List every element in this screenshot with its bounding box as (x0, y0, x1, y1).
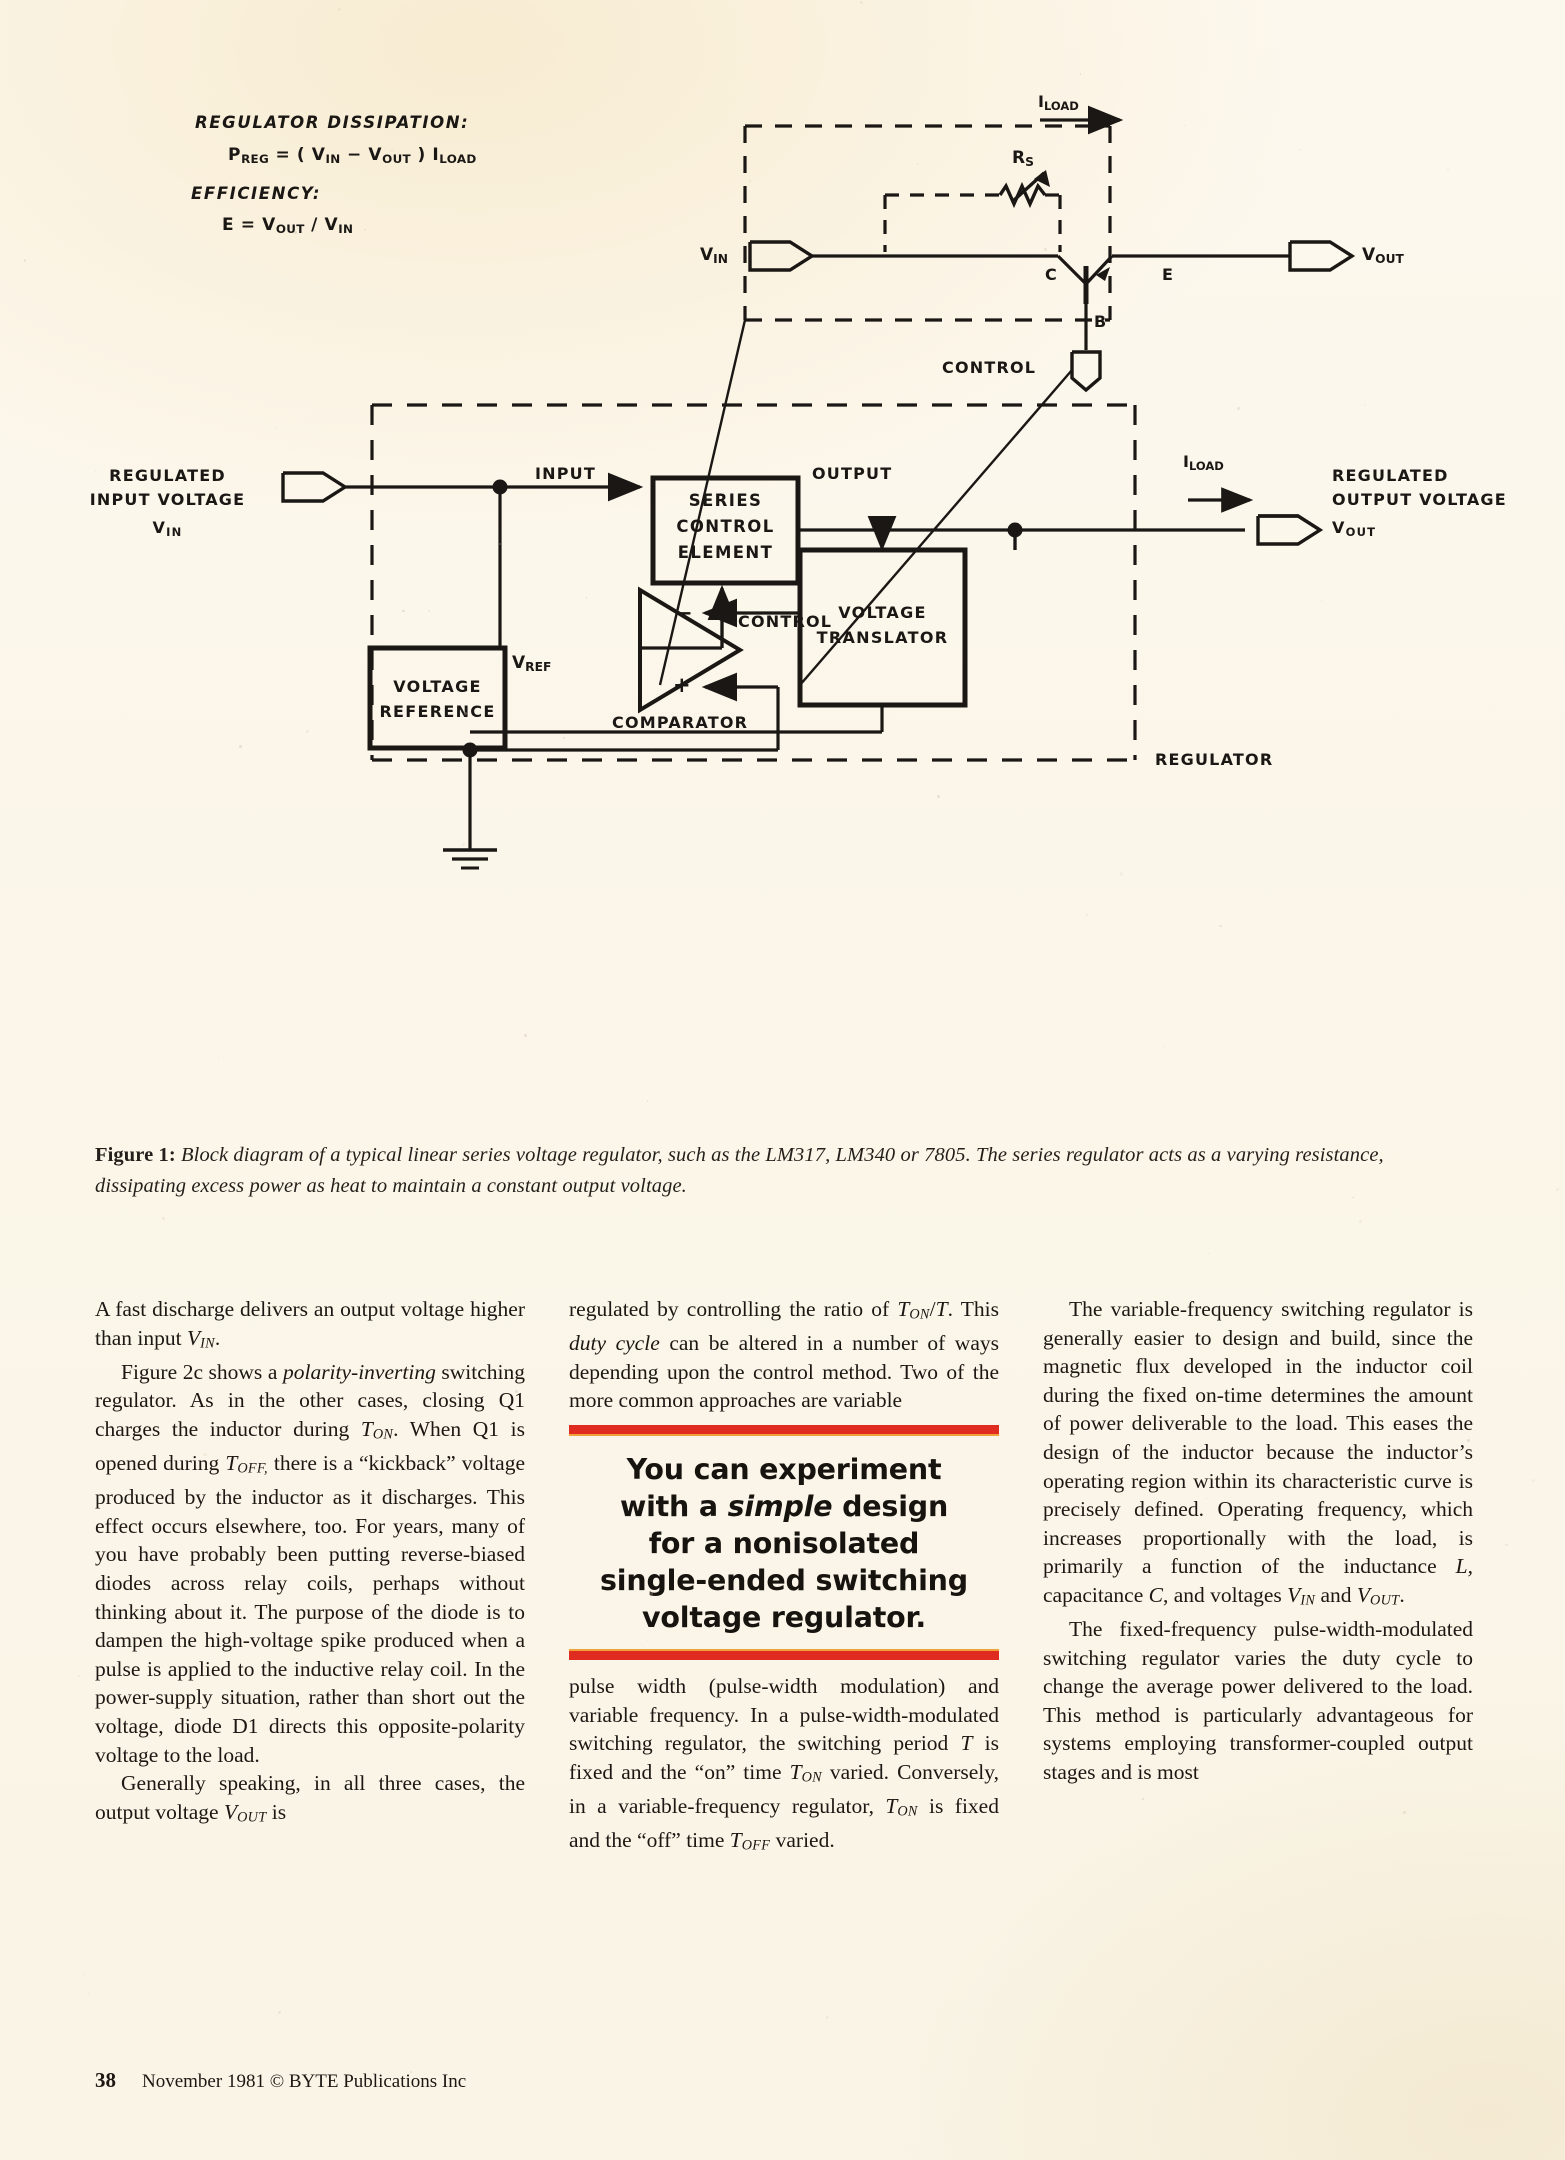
paper-speck (1352, 1197, 1353, 1198)
pull-quote-rule-bottom (569, 1651, 999, 1660)
pull-quote-line: for a nonisolated (569, 1525, 999, 1562)
paper-speck (1120, 872, 1123, 875)
paragraph: The fixed-frequency pulse-width-modulate… (1043, 1615, 1473, 1787)
input-label: INPUT (535, 464, 596, 483)
pull-quote-text: You can experiment with a simple design … (569, 1434, 999, 1651)
paper-speck (1299, 149, 1301, 151)
voltage-translator-box-label: VOLTAGE TRANSLATOR (800, 600, 965, 650)
paper-speck (650, 1592, 653, 1595)
paper-speck (1556, 2034, 1557, 2035)
paper-speck (78, 1675, 80, 1677)
paper-speck (391, 150, 393, 152)
pull-quote-line: with a simple design (569, 1488, 999, 1525)
top-control-label: CONTROL (942, 358, 1036, 377)
paper-speck (306, 730, 309, 733)
paper-speck (83, 1973, 84, 1974)
comparator-minus-symbol: − (675, 601, 693, 625)
paper-speck (338, 8, 341, 11)
figure-caption-label: Figure 1: (95, 1144, 176, 1166)
regulator-dissipation-title: REGULATOR DISSIPATION: (195, 113, 469, 132)
pull-quote-line: single-ended switching (569, 1562, 999, 1599)
rs-label: RS (1012, 148, 1034, 169)
pull-quote-line: voltage regulator. (569, 1599, 999, 1636)
paper-speck (1532, 1479, 1535, 1482)
column-2: regulated by controlling the ratio of TO… (569, 1295, 999, 1995)
voltage-reference-box-label: VOLTAGE REFERENCE (370, 674, 505, 724)
transistor-collector-label: C (1045, 265, 1057, 284)
top-i-load-label: ILOAD (1038, 92, 1079, 113)
efficiency-formula: E = VOUT / VIN (222, 215, 353, 236)
paragraph: Generally speaking, in all three cases, … (95, 1769, 525, 1832)
paper-speck (1403, 1811, 1406, 1814)
paragraph: Figure 2c shows a polarity-inverting swi… (95, 1358, 525, 1769)
comparator-plus-symbol: + (673, 673, 691, 697)
paper-speck (524, 1034, 527, 1037)
paper-speck (1208, 1253, 1210, 1255)
page-number: 38 (95, 2068, 116, 2092)
regulator-envelope-label: REGULATOR (1155, 750, 1273, 769)
figure-1-schematic: REGULATOR DISSIPATION: PREG = ( VIN − VO… (0, 60, 1565, 1120)
figure-caption-text: Block diagram of a typical linear series… (95, 1144, 1384, 1197)
paper-speck (1080, 73, 1081, 74)
paper-speck (647, 1100, 648, 1101)
paper-speck (1359, 1220, 1362, 1223)
paper-speck (860, 1, 863, 4)
paper-speck (203, 1453, 206, 1456)
figure-caption: Figure 1: Block diagram of a typical lin… (95, 1140, 1470, 1202)
pull-quote: You can experiment with a simple design … (569, 1425, 999, 1660)
paper-speck (499, 543, 501, 545)
paper-speck (162, 1217, 165, 1220)
pull-quote-line: You can experiment (569, 1451, 999, 1488)
paper-speck (88, 1993, 89, 1994)
paper-speck (917, 163, 919, 165)
paper-speck (410, 2071, 412, 2073)
series-control-element-box-label: SERIES CONTROL ELEMENT (653, 488, 798, 566)
paper-speck (462, 843, 465, 846)
top-vin-label: VIN (700, 245, 728, 266)
paper-speck (239, 745, 242, 748)
paper-speck (1505, 1544, 1507, 1546)
transistor-emitter-label: E (1162, 265, 1173, 284)
regulator-dissipation-formula: PREG = ( VIN − VOUT ) ILOAD (228, 145, 477, 166)
efficiency-title: EFFICIENCY: (191, 184, 321, 203)
comparator-label: COMPARATOR (612, 713, 748, 732)
pull-quote-rule-top (569, 1425, 999, 1434)
block-i-load-label: ILOAD (1183, 452, 1224, 473)
column-1: A fast discharge delivers an output volt… (95, 1295, 525, 1995)
paper-speck (651, 750, 652, 751)
paragraph: regulated by controlling the ratio of TO… (569, 1295, 999, 1415)
paper-speck (490, 1694, 491, 1695)
paper-speck (257, 632, 258, 633)
paper-speck (294, 231, 297, 234)
article-body: A fast discharge delivers an output volt… (95, 1295, 1473, 1995)
paper-speck (1163, 1046, 1164, 1047)
paper-speck (563, 737, 565, 739)
regulated-input-voltage-label: REGULATED INPUT VOLTAGE VIN (60, 464, 275, 544)
paper-speck (1556, 1188, 1559, 1191)
paragraph: pulse width (pulse-width modulation) and… (569, 1672, 999, 1860)
paper-speck (1467, 1439, 1470, 1442)
copyright-credit: November 1981 © BYTE Publications Inc (142, 2071, 466, 2092)
top-vout-label: VOUT (1362, 245, 1404, 266)
output-label: OUTPUT (812, 464, 892, 483)
paper-speck (364, 229, 365, 230)
paper-speck (24, 259, 26, 261)
vref-label: VREF (512, 653, 551, 674)
transistor-base-label: B (1094, 312, 1106, 331)
paper-speck (278, 2011, 281, 2014)
paragraph: A fast discharge delivers an output volt… (95, 1295, 525, 1358)
paper-speck (578, 1317, 579, 1318)
paper-speck (826, 2016, 829, 2019)
column-3: The variable-frequency switching regulat… (1043, 1295, 1473, 1995)
paper-speck (1219, 925, 1221, 927)
regulated-output-voltage-label: REGULATED OUTPUT VOLTAGE VOUT (1332, 464, 1507, 544)
paper-speck (653, 1344, 655, 1346)
paper-speck (1088, 1336, 1089, 1337)
paragraph: The variable-frequency switching regulat… (1043, 1295, 1473, 1615)
